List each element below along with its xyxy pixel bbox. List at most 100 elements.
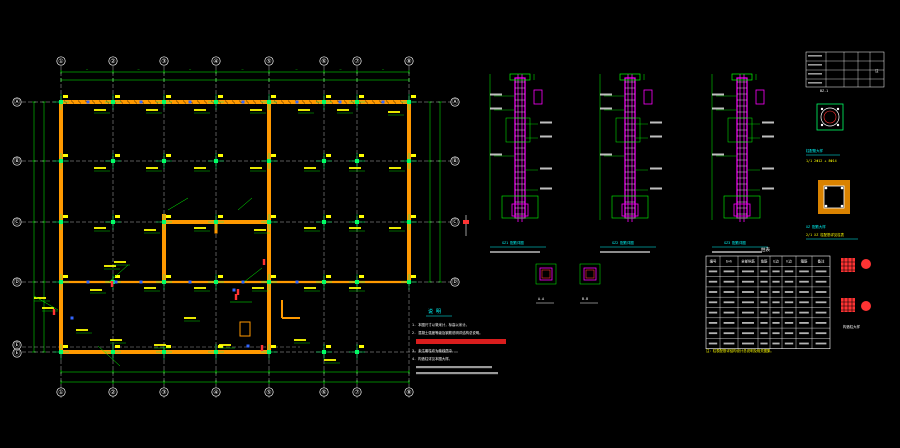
notes-line-3: 3. 未注明柱均为轴线居中。: [412, 348, 455, 353]
notes-line-2: 2. 混凝土强度等级及钢筋说明详结构总说明。: [412, 330, 483, 335]
svg-text:Ⓒ: Ⓒ: [452, 218, 458, 226]
round-column-detail: BZ-1 柱配筋大样 1/1 2Φ12 + 8Φ14: [806, 89, 844, 163]
svg-text:①: ①: [58, 58, 63, 65]
small-legend-table: 注: [805, 51, 885, 88]
plan-dimension-lines: ———————: [31, 67, 443, 385]
axis-bubble-bottom-5: ⑤: [264, 387, 274, 397]
svg-text:④: ④: [213, 58, 218, 65]
general-notes: 说 明 1. 本图尺寸以毫米计，标高以米计。 2. 混凝土强度等级及钢筋说明详结…: [412, 308, 506, 375]
plan-column: [105, 344, 121, 360]
svg-text:Ⓔ: Ⓔ: [14, 341, 20, 349]
svg-text:—: —: [382, 67, 385, 71]
svg-text:①: ①: [58, 389, 63, 396]
plan-column: [401, 153, 417, 169]
notes-title: 说 明: [428, 308, 441, 315]
plan-column: [349, 344, 365, 360]
plan-column: [208, 214, 224, 230]
plan-column: [105, 94, 121, 110]
svg-text:②: ②: [110, 389, 115, 396]
small-table-header: 注: [875, 68, 879, 73]
plan-column: [105, 153, 121, 169]
small-section-2: B-B: [579, 263, 601, 304]
plan-column: [208, 153, 224, 169]
svg-text:⑥: ⑥: [321, 58, 326, 65]
small-section-label: B-B: [582, 297, 588, 301]
axis-bubble-top-1: ①: [56, 56, 66, 66]
axis-bubble-top-2: ②: [108, 56, 118, 66]
notes-line-1: 1. 本图尺寸以毫米计，标高以米计。: [412, 322, 469, 327]
axis-bubble-bottom-4: ④: [211, 387, 221, 397]
plan-column: [261, 94, 277, 110]
axis-bubble-left-4: Ⓓ: [12, 277, 22, 287]
svg-text:Ⓓ: Ⓓ: [14, 278, 20, 286]
plan-column: [261, 274, 277, 290]
plan-column: [316, 94, 332, 110]
plan-column: [316, 214, 332, 230]
plan-column: [316, 344, 332, 360]
schedule-header-cell: b×h: [726, 260, 732, 264]
plan-column: [156, 274, 172, 290]
svg-text:—: —: [295, 67, 298, 71]
schedule-header-cell: b边: [773, 259, 779, 264]
schedule-header-cell: 全部纵筋: [741, 259, 755, 264]
svg-text:⑧: ⑧: [406, 58, 411, 65]
column-section-2: GZ2 配筋详图: [599, 73, 662, 253]
section-title-1: GZ1 配筋详图: [502, 240, 524, 245]
svg-text:④: ④: [213, 389, 218, 396]
square-column-detail: XZ 配筋大样 2/1 XZ 柱配筋详见柱表: [806, 180, 858, 240]
svg-text:Ⓔ: Ⓔ: [14, 349, 20, 357]
schedule-header-cell: h边: [786, 259, 792, 264]
schedule-title: 柱表: [761, 246, 770, 253]
axis-bubble-top-7: ⑦: [352, 56, 362, 66]
svg-text:②: ②: [110, 58, 115, 65]
right-details: 注 BZ-1 柱配筋大样 1/1 2Φ12 + 8Φ14 XZ 配筋大样 2/1…: [805, 51, 885, 329]
schedule-header-cell: 备注: [818, 259, 825, 264]
axis-bubble-left-1: Ⓐ: [12, 97, 22, 107]
plan-column: [261, 214, 277, 230]
axis-bubble-top-5: ⑤: [264, 56, 274, 66]
small-section-label: A-A: [538, 297, 544, 301]
plan-column: [208, 344, 224, 360]
icon-label: 构造柱大样: [843, 324, 861, 329]
svg-text:⑤: ⑤: [266, 389, 271, 396]
plan-column: [156, 153, 172, 169]
axis-bubble-right-4: Ⓓ: [450, 277, 460, 287]
plan-annotations: [33, 100, 405, 367]
plan-column: [208, 94, 224, 110]
svg-text:2/1 XZ 柱配筋详见柱表: 2/1 XZ 柱配筋详见柱表: [806, 232, 845, 237]
svg-text:Ⓐ: Ⓐ: [452, 98, 458, 106]
svg-text:③: ③: [161, 389, 166, 396]
plan-column: [401, 214, 417, 230]
column-section-details: GZ1 配筋详图 GZ2 配筋详图 GZ3 配筋详图: [489, 73, 774, 253]
plan-column: [53, 94, 69, 110]
plan-column: [53, 153, 69, 169]
notes-text-lines: [416, 366, 498, 375]
axis-bubble-left-2: Ⓑ: [12, 156, 22, 166]
svg-text:⑧: ⑧: [406, 389, 411, 396]
svg-text:Ⓑ: Ⓑ: [452, 157, 458, 165]
axis-bubbles-right: Ⓐ Ⓑ Ⓒ Ⓓ: [450, 97, 469, 287]
svg-text:Ⓐ: Ⓐ: [14, 98, 20, 106]
svg-text:Ⓓ: Ⓓ: [452, 278, 458, 286]
plan-column: [316, 274, 332, 290]
plan-column: [208, 274, 224, 290]
section-title-2: GZ2 配筋详图: [612, 240, 634, 245]
axis-bubble-bottom-3: ③: [159, 387, 169, 397]
right-label-2: XZ 配筋大样: [806, 224, 826, 229]
plan-column: [53, 274, 69, 290]
axis-bubble-top-4: ④: [211, 56, 221, 66]
plan-column: [316, 153, 332, 169]
plan-column: [401, 274, 417, 290]
plan-column: [349, 94, 365, 110]
svg-text:1/1 2Φ12 + 8Φ14: 1/1 2Φ12 + 8Φ14: [806, 159, 837, 163]
svg-text:—: —: [137, 67, 140, 71]
axis-bubble-left-5: Ⓔ: [12, 340, 22, 350]
section-title-3: GZ3 配筋详图: [724, 240, 746, 245]
axis-bubble-right-2: Ⓑ: [450, 156, 460, 166]
plan-column: [156, 214, 172, 230]
